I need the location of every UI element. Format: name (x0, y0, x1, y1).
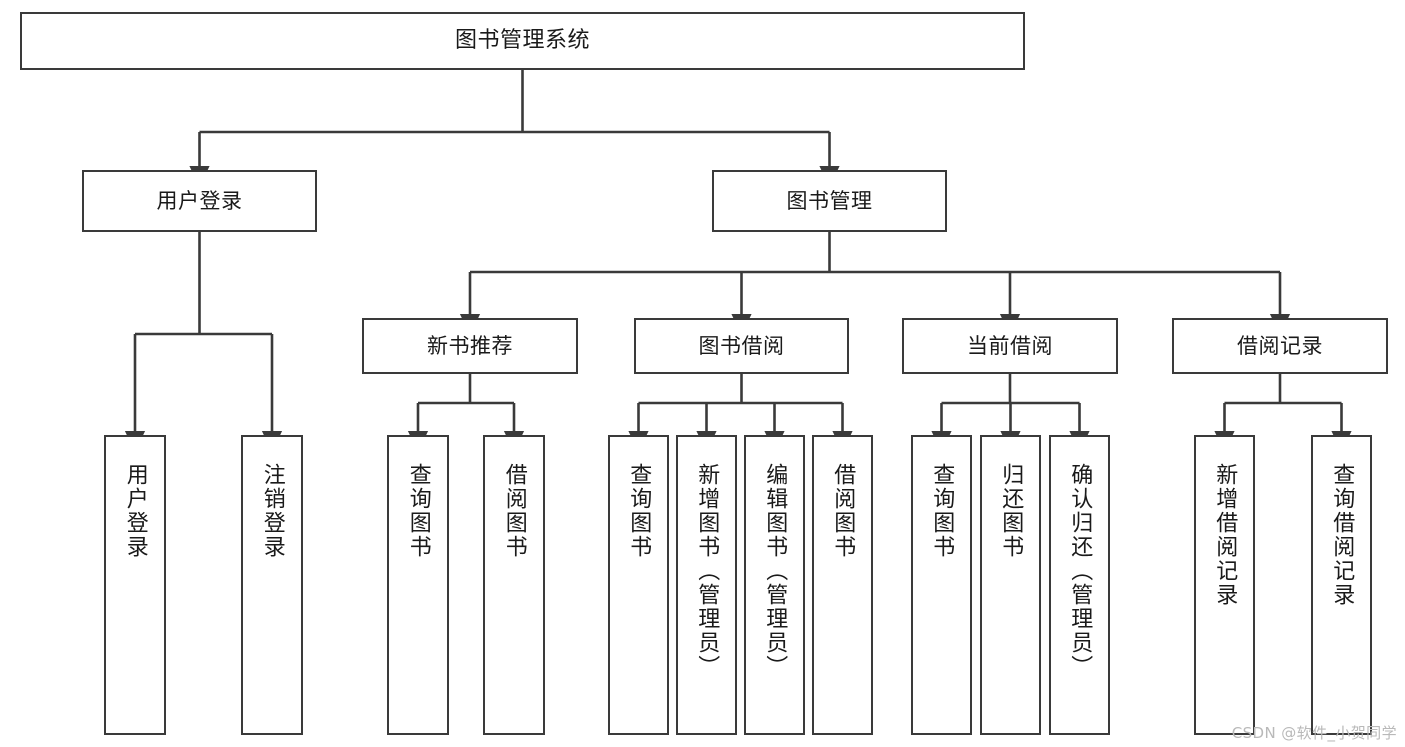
node-label: 编辑图书（管理员） (762, 463, 788, 679)
leaf-add-borrow-record[interactable]: 新增借阅记录 (1194, 435, 1255, 735)
node-label: 借阅图书 (501, 463, 527, 559)
node-new-book-recommendation[interactable]: 新书推荐 (362, 318, 578, 374)
node-label: 当前借阅 (967, 333, 1053, 358)
node-label: 借阅图书 (830, 463, 856, 559)
node-label: 新书推荐 (427, 333, 513, 358)
node-label: 用户登录 (122, 463, 148, 559)
node-label: 确认归还（管理员） (1067, 463, 1093, 679)
leaf-confirm-return-admin[interactable]: 确认归还（管理员） (1049, 435, 1110, 735)
leaf-query-book-2[interactable]: 查询图书 (608, 435, 669, 735)
leaf-user-logout[interactable]: 注销登录 (241, 435, 303, 735)
node-current-borrowing[interactable]: 当前借阅 (902, 318, 1118, 374)
csdn-watermark: CSDN @软件_小贺同学 (1231, 724, 1397, 742)
node-label: 图书管理系统 (454, 28, 590, 54)
node-root-book-management-system[interactable]: 图书管理系统 (20, 12, 1025, 70)
node-label: 新增借阅记录 (1212, 463, 1238, 607)
leaf-borrow-book-1[interactable]: 借阅图书 (483, 435, 545, 735)
node-label: 注销登录 (259, 463, 285, 559)
edge-group (124, 70, 1352, 453)
node-user-login[interactable]: 用户登录 (82, 170, 317, 232)
node-label: 用户登录 (156, 188, 243, 213)
leaf-return-book[interactable]: 归还图书 (980, 435, 1041, 735)
node-borrowing-records[interactable]: 借阅记录 (1172, 318, 1388, 374)
node-label: 借阅记录 (1237, 333, 1323, 358)
node-book-borrowing[interactable]: 图书借阅 (634, 318, 849, 374)
node-book-management[interactable]: 图书管理 (712, 170, 947, 232)
leaf-user-login[interactable]: 用户登录 (104, 435, 166, 735)
node-label: 归还图书 (998, 463, 1024, 559)
node-label: 查询借阅记录 (1329, 463, 1355, 607)
leaf-query-book-1[interactable]: 查询图书 (387, 435, 449, 735)
node-label: 查询图书 (405, 463, 431, 559)
node-label: 新增图书（管理员） (694, 463, 720, 679)
node-label: 图书借阅 (698, 333, 785, 358)
leaf-edit-book-admin[interactable]: 编辑图书（管理员） (744, 435, 805, 735)
leaf-borrow-book-2[interactable]: 借阅图书 (812, 435, 873, 735)
node-label: 查询图书 (929, 463, 955, 559)
node-label: 查询图书 (626, 463, 652, 559)
leaf-query-borrow-record[interactable]: 查询借阅记录 (1311, 435, 1372, 735)
leaf-query-book-3[interactable]: 查询图书 (911, 435, 972, 735)
leaf-add-book-admin[interactable]: 新增图书（管理员） (676, 435, 737, 735)
node-label: 图书管理 (786, 188, 873, 213)
